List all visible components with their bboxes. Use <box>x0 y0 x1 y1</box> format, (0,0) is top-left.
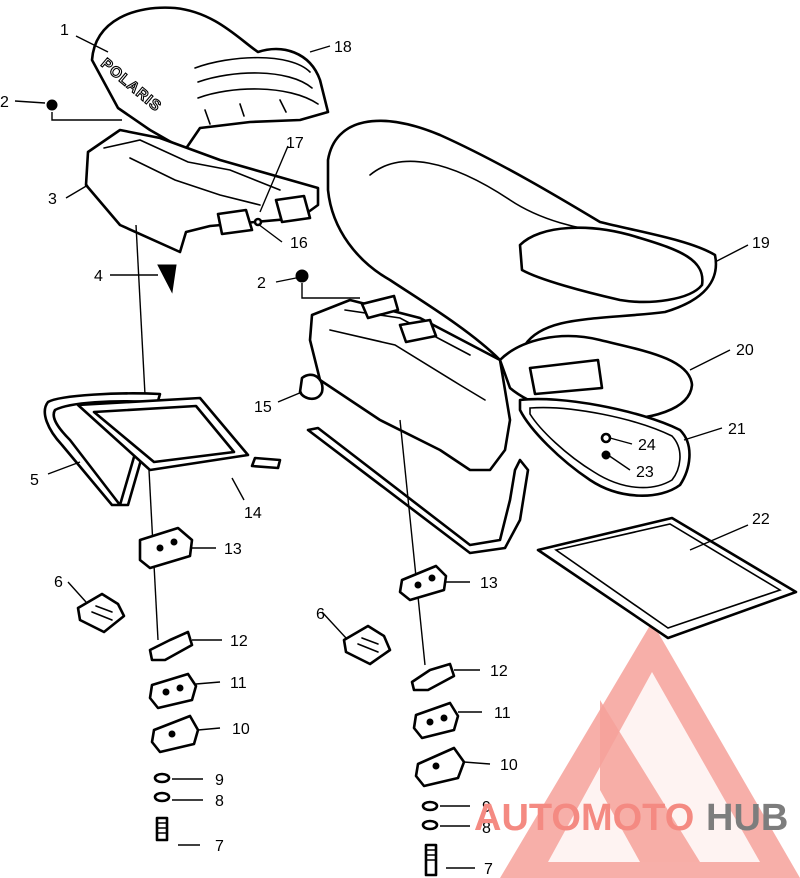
callout-16: 16 <box>290 235 308 252</box>
callout-18: 18 <box>334 39 352 56</box>
seal-strip-part-5 <box>43 392 162 507</box>
nut-part-2-left <box>46 99 58 111</box>
latch-part-12-left <box>148 630 194 662</box>
callout-labels: 1 2 2 3 4 5 6 6 7 7 8 8 9 9 10 10 11 11 … <box>0 22 770 878</box>
callout-9: 9 <box>215 772 224 789</box>
callout-12: 12 <box>230 633 248 650</box>
seat-frame-part-14 <box>76 396 282 472</box>
bracket-part-13-right <box>398 564 448 602</box>
watermark-text-part2: HUB <box>706 797 788 839</box>
latch-part-12-right <box>410 662 456 692</box>
plate-part-10-right <box>414 746 466 788</box>
callout-10: 10 <box>232 721 250 738</box>
plate-part-11-right <box>412 701 460 740</box>
bolt-part-7-left <box>155 816 169 842</box>
right-hardware-stack <box>398 564 466 877</box>
plate-part-11-left <box>148 672 198 710</box>
callout-4: 4 <box>94 268 103 285</box>
front-seat-cushion-part-19 <box>326 119 718 366</box>
callout-23: 23 <box>636 464 654 481</box>
washer-part-8-right <box>421 819 439 831</box>
tray-part-22 <box>536 516 798 640</box>
rear-seat-cushion: POLARIS <box>90 6 330 152</box>
callout-5: 5 <box>30 472 39 489</box>
callout-12: 12 <box>490 663 508 680</box>
callout-2: 2 <box>0 94 9 111</box>
hinge-part-6-right <box>342 624 392 666</box>
left-hardware-stack <box>138 526 200 842</box>
watermark-text: AUTOMOTO HUB <box>474 797 788 839</box>
callout-11: 11 <box>494 705 511 722</box>
callout-1: 1 <box>60 22 69 39</box>
bracket-part-13-left <box>138 526 194 570</box>
watermark-logo <box>500 622 800 878</box>
front-seat-base <box>308 294 512 472</box>
grommet-part-15 <box>298 373 324 401</box>
lockwasher-part-9-right <box>421 800 439 812</box>
callout-7: 7 <box>484 861 493 878</box>
rear-seat-base <box>84 128 320 254</box>
callout-11: 11 <box>230 675 247 692</box>
callout-24: 24 <box>638 437 656 454</box>
callout-13: 13 <box>224 541 242 558</box>
callout-8: 8 <box>482 820 491 837</box>
callout-6: 6 <box>316 606 325 623</box>
callout-7: 7 <box>215 838 224 855</box>
callout-22: 22 <box>752 511 770 528</box>
seal-part-21 <box>518 397 691 497</box>
callout-2: 2 <box>257 275 266 292</box>
seal-strip-front <box>306 426 530 555</box>
clip-part-4 <box>157 264 177 294</box>
nut-part-2-right <box>295 269 309 283</box>
callout-19: 19 <box>752 235 770 252</box>
callout-10: 10 <box>500 757 518 774</box>
washer-part-24 <box>600 432 612 444</box>
callout-8: 8 <box>215 793 224 810</box>
callout-3: 3 <box>48 191 57 208</box>
washer-part-8-left <box>153 791 171 803</box>
watermark-text-part1: AUTOMOTO <box>474 797 694 839</box>
nut-part-23 <box>601 450 611 460</box>
lockwasher-part-9-left <box>153 772 171 784</box>
callout-20: 20 <box>736 342 754 359</box>
callout-17: 17 <box>286 135 304 152</box>
callout-21: 21 <box>728 421 746 438</box>
hinge-part-6-left <box>76 592 126 634</box>
callout-6: 6 <box>54 574 63 591</box>
callout-14: 14 <box>244 505 262 522</box>
callout-13: 13 <box>480 575 498 592</box>
callout-9: 9 <box>482 799 491 816</box>
washer-part-16 <box>253 217 263 227</box>
callout-15: 15 <box>254 399 272 416</box>
leader-lines <box>14 35 749 869</box>
